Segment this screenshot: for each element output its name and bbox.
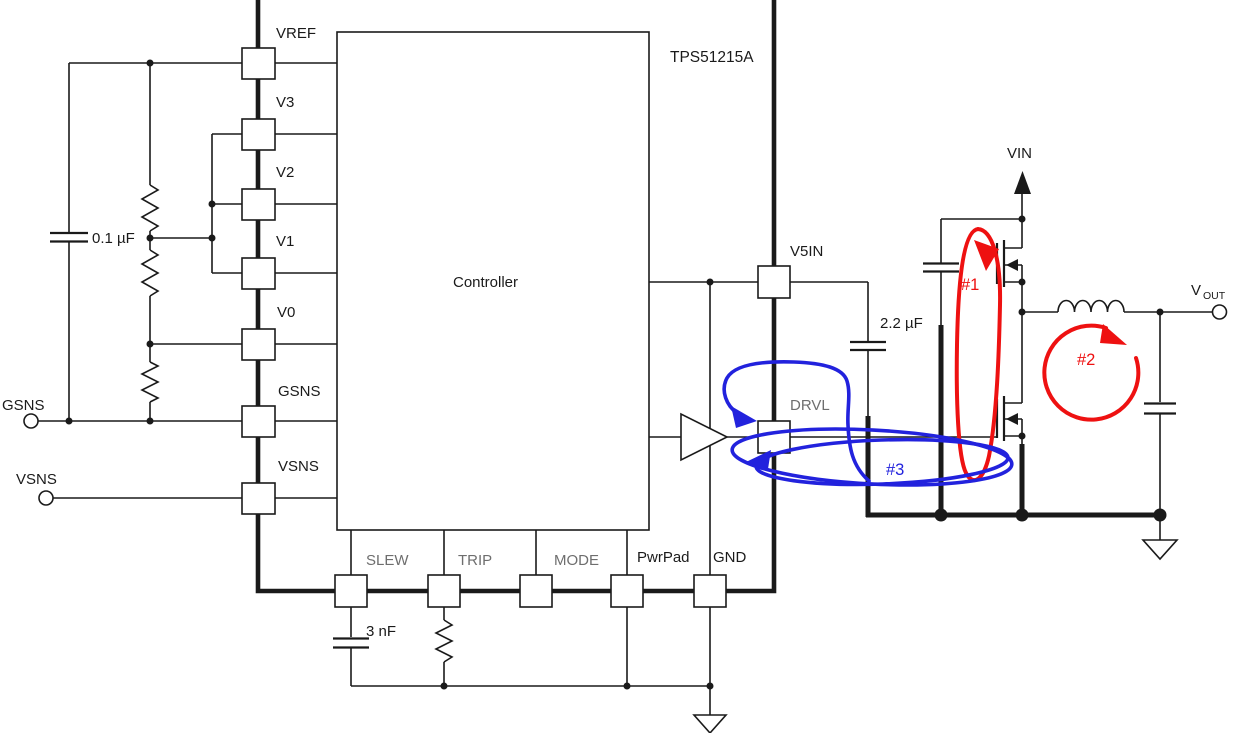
vref-cap	[50, 231, 88, 243]
pin-v3-box	[241, 118, 276, 151]
loop3-arrow-upper	[731, 406, 757, 428]
junction-dots	[65, 59, 1164, 690]
gsns-terminal-label: GSNS	[2, 397, 45, 414]
trip-resistor	[434, 619, 454, 663]
output-cap	[1144, 312, 1176, 515]
slew-cap	[333, 637, 369, 649]
divider-resistor-r3	[140, 361, 160, 403]
pin-vsns-label: VSNS	[278, 458, 319, 475]
gsns-terminal	[23, 413, 39, 429]
device-label: TPS51215A	[670, 49, 754, 66]
pin-v1-box	[241, 257, 276, 290]
current-loops: #1 #2 #3	[722, 227, 1141, 487]
pin-vref-box	[241, 47, 276, 80]
v5in-cap-label: 2.2 µF	[880, 315, 923, 332]
pin-gsns-label: GSNS	[278, 383, 321, 400]
pin-v2-box	[241, 188, 276, 221]
vref-cap-label: 0.1 µF	[92, 230, 135, 247]
vout-label-sub: OUT	[1203, 290, 1226, 302]
inductor	[1022, 299, 1212, 313]
pin-slew-label: SLEW	[366, 552, 409, 569]
pin-v3-label: V3	[276, 94, 294, 111]
vsns-terminal	[38, 490, 54, 506]
vsns-terminal-label: VSNS	[16, 471, 57, 488]
pin-vref-label: VREF	[276, 25, 316, 42]
divider-resistor-r2	[140, 249, 160, 297]
pin-v2-label: V2	[276, 164, 294, 181]
drvl-branch	[649, 412, 997, 462]
divider-resistor-r1	[140, 184, 160, 232]
v5in-cap	[850, 340, 886, 352]
gate-driver-buffer-icon	[680, 412, 729, 462]
loop3-arrow-lower	[746, 450, 771, 469]
pin-vsns-box	[241, 482, 276, 515]
pin-v0-label: V0	[277, 304, 295, 321]
pin-boxes	[241, 47, 791, 608]
pin-pwrpad-box	[610, 574, 644, 608]
loop1-label: #1	[961, 276, 979, 294]
pin-slew-box	[334, 574, 368, 608]
pin-gnd-box	[693, 574, 727, 608]
left-network: 0.1 µF GSNS VSNS	[2, 62, 242, 506]
controller-block: Controller	[336, 31, 650, 531]
fet-body-arrow	[1006, 413, 1018, 425]
loop3-label: #3	[886, 461, 904, 479]
controller-box	[336, 31, 650, 531]
pin-mode-box	[519, 574, 553, 608]
bottom-network: 3 nF	[333, 282, 728, 733]
loop3-blue: #3	[722, 360, 1014, 487]
vout-terminal	[1211, 304, 1228, 320]
fet-body-arrow	[1006, 259, 1018, 271]
loop1-arrow	[974, 240, 999, 271]
pin-v0-box	[241, 328, 276, 361]
pin-wires	[275, 62, 337, 499]
pin-v5in-label: V5IN	[790, 243, 823, 260]
slew-cap-label: 3 nF	[366, 623, 396, 640]
pin-labels: VREF V3 V2 V1 V0 GSNS VSNS SLEW TRIP MOD…	[276, 25, 830, 569]
vin-arrow	[1014, 171, 1031, 219]
pin-drvl-label: DRVL	[790, 397, 830, 414]
loop2-label: #2	[1077, 351, 1095, 369]
pin-gnd-label: GND	[713, 549, 747, 566]
pin-drvl-box	[757, 420, 791, 454]
loop2-red: #2	[1042, 323, 1141, 422]
ground-symbol-power	[1141, 518, 1179, 561]
pin-v1-label: V1	[276, 233, 294, 250]
power-stage: VIN V OUT	[866, 145, 1228, 561]
pin-gsns-box	[241, 405, 276, 438]
pin-trip-box	[427, 574, 461, 608]
signal-wires	[38, 62, 242, 499]
pin-v5in-box	[757, 265, 791, 299]
power-ground-bus	[866, 508, 1167, 522]
pin-pwrpad-label: PwrPad	[637, 549, 690, 566]
pin-mode-label: MODE	[554, 552, 599, 569]
controller-label: Controller	[453, 274, 518, 291]
ground-symbol-ic	[692, 714, 728, 733]
input-cap	[923, 219, 959, 327]
pin-trip-label: TRIP	[458, 552, 492, 569]
vin-label: VIN	[1007, 145, 1032, 162]
loop2-arrow	[1100, 324, 1127, 345]
vout-label: V	[1191, 282, 1201, 299]
v5in-branch: 2.2 µF	[649, 281, 923, 517]
